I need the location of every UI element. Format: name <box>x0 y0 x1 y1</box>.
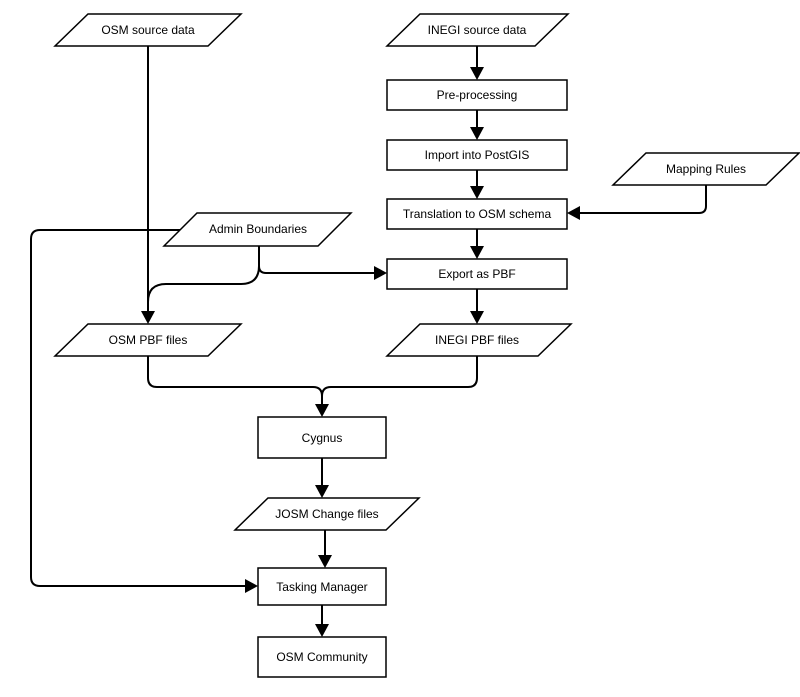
edge-osm-pbf-to-cygnus <box>147 356 323 404</box>
arrowhead <box>245 579 258 593</box>
osm-source-data-label: OSM source data <box>101 23 195 37</box>
edge-admin-to-osm-pbf <box>147 265 260 303</box>
inegi-source-data-label: INEGI source data <box>428 23 527 37</box>
translation-label: Translation to OSM schema <box>403 207 552 221</box>
arrowhead <box>374 266 387 280</box>
cygnus-node <box>257 416 387 459</box>
inegi-pbf-files-node <box>385 323 573 357</box>
inegi-pbf-files-label: INEGI PBF files <box>435 333 519 347</box>
josm-change-files-node <box>233 497 421 531</box>
tasking-manager-node <box>257 567 387 606</box>
arrowhead <box>315 404 329 417</box>
mapping-rules-node <box>611 152 800 186</box>
edge-admin-to-export <box>258 246 374 274</box>
admin-boundaries-label: Admin Boundaries <box>209 222 307 236</box>
arrowhead <box>470 186 484 199</box>
import-into-postgis-label: Import into PostGIS <box>425 148 530 162</box>
osm-community-node <box>257 636 387 678</box>
osm-source-data-node <box>53 13 243 47</box>
arrowhead <box>315 485 329 498</box>
admin-boundaries-node <box>162 212 353 247</box>
export-as-pbf-label: Export as PBF <box>438 267 515 281</box>
arrowhead <box>318 555 332 568</box>
arrowhead <box>470 67 484 80</box>
arrowhead <box>470 311 484 324</box>
edge-inegi-pbf-to-cygnus <box>321 356 478 397</box>
edge-admin-to-tasking-manager <box>30 229 245 587</box>
arrowhead <box>470 127 484 140</box>
josm-change-files-label: JOSM Change files <box>275 507 378 521</box>
edges <box>30 46 707 637</box>
inegi-source-data-node <box>385 13 570 47</box>
cygnus-label: Cygnus <box>302 431 343 445</box>
arrowhead <box>470 246 484 259</box>
translation-node <box>386 198 568 230</box>
arrowhead <box>141 311 155 324</box>
edge-mapping-rules-to-translation <box>580 185 707 214</box>
preprocessing-node <box>386 79 568 111</box>
arrowhead <box>315 624 329 637</box>
mapping-rules-label: Mapping Rules <box>666 162 746 176</box>
preprocessing-label: Pre-processing <box>437 88 518 102</box>
osm-pbf-files-label: OSM PBF files <box>109 333 188 347</box>
nodes: OSM source data INEGI source data Mappin… <box>53 13 800 678</box>
tasking-manager-label: Tasking Manager <box>276 580 367 594</box>
export-as-pbf-node <box>386 258 568 290</box>
osm-pbf-files-node <box>53 323 243 357</box>
import-into-postgis-node <box>386 139 568 171</box>
osm-community-label: OSM Community <box>276 650 367 664</box>
arrowhead <box>567 206 580 220</box>
